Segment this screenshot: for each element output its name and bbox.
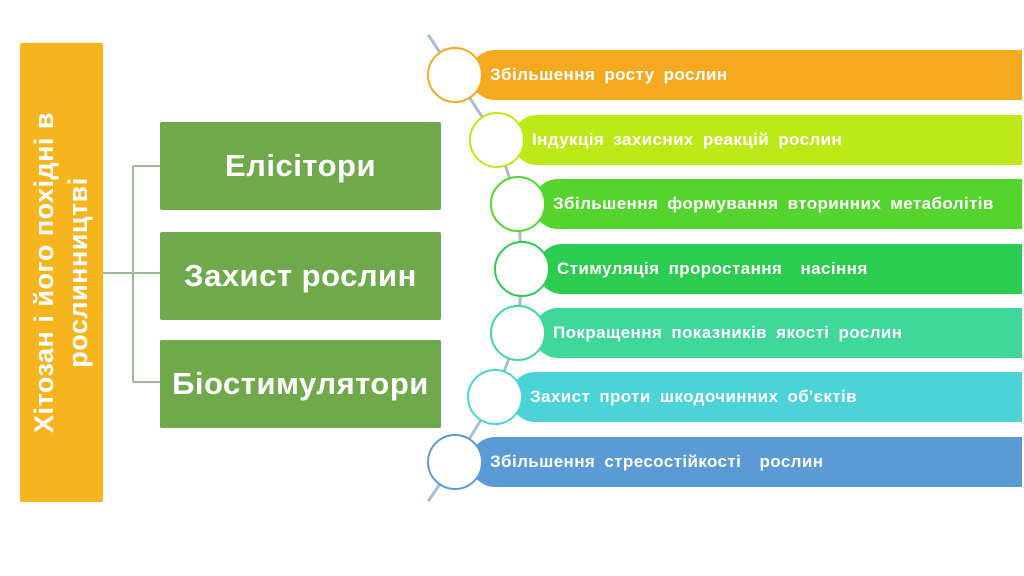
effect-node-circle [490,305,546,361]
effect-label: Збільшення стресостійкості рослин [490,452,824,471]
root-node: Хітозан і його похідні в рослинництві [20,43,103,502]
effect-node-circle [490,176,546,232]
effect-node-circle [467,369,523,425]
effect-bar: Збільшення формування вторинних метаболі… [533,179,1022,229]
effect-node-circle [427,434,483,490]
category-box-elicitors: Елісітори [160,122,441,210]
effect-bar: Стимуляція проростання насіння [537,244,1022,294]
effect-label: Захист проти шкодочинних об'єктів [530,387,857,406]
category-label: Біостимулятори [172,366,429,401]
effect-label: Стимуляція проростання насіння [557,259,868,278]
category-label: Елісітори [224,148,377,183]
root-title: Хітозан і його похідні в рослинництві [28,111,93,434]
effect-node-circle [469,112,525,168]
effect-node-circle [427,47,483,103]
effect-bar: Захист проти шкодочинних об'єктів [510,372,1022,422]
category-box-plant-protection: Захист рослин [160,232,441,320]
effect-bar: Індукція захисних реакцій рослин [512,115,1022,165]
bracket-connector [103,165,160,383]
effect-label: Збільшення росту рослин [490,65,728,84]
effect-bar: Збільшення стресостійкості рослин [470,437,1022,487]
category-label: Захист рослин [184,258,417,293]
effect-label: Покращення показників якості рослин [553,323,903,342]
effect-label: Збільшення формування вторинних метаболі… [553,194,994,213]
effect-node-circle [494,241,550,297]
effect-bar: Покращення показників якості рослин [533,308,1022,358]
effect-label: Індукція захисних реакцій рослин [532,130,843,149]
effect-bar: Збільшення росту рослин [470,50,1022,100]
category-box-biostimulators: Біостимулятори [160,340,441,428]
